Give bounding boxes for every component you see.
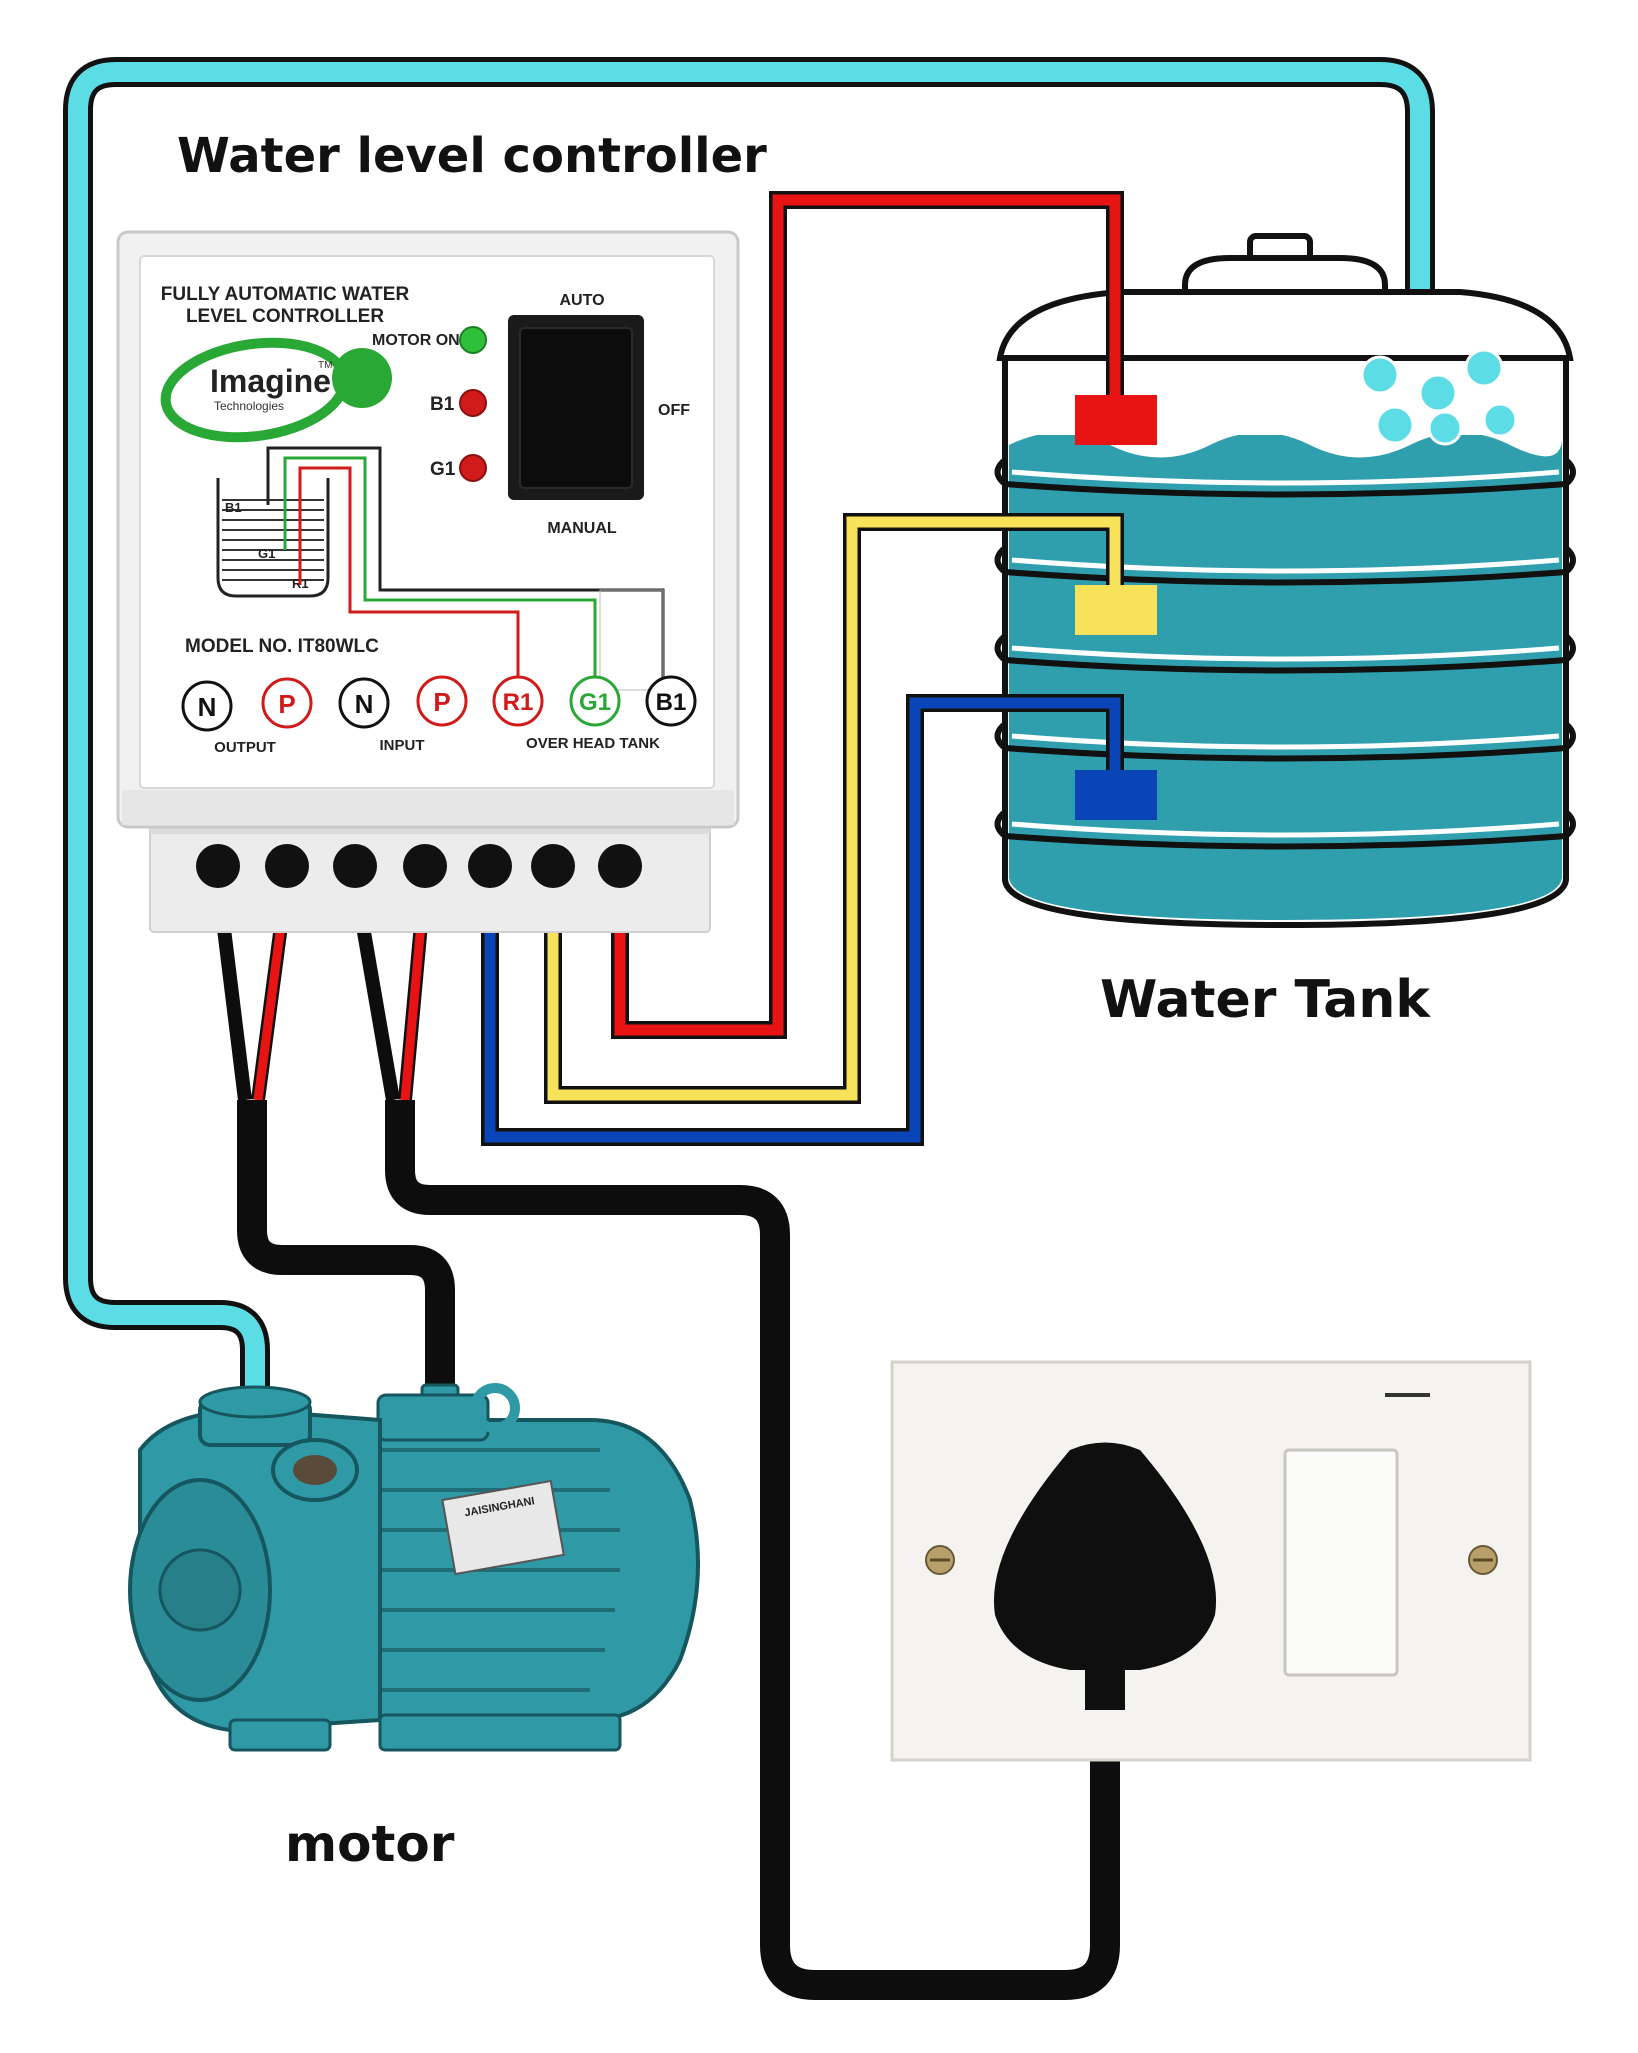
sensor-wire-blue: [481, 694, 1157, 1146]
switch-off-label: OFF: [658, 402, 690, 419]
terminal-g1: G1: [579, 689, 611, 716]
product-line-2: LEVEL CONTROLLER: [186, 306, 384, 327]
water-pump-motor-icon: JAISINGHANI: [128, 1383, 700, 1752]
mini-g1-label: G1: [258, 546, 275, 561]
plug-body: [993, 1442, 1217, 1670]
g1-led: [459, 454, 487, 482]
water-tank-icon: [994, 233, 1576, 929]
mini-tank-schematic: B1 G1 R1: [216, 446, 665, 691]
terminal-n-output: N: [198, 692, 217, 722]
switch-auto-label: AUTO: [559, 292, 604, 309]
group-input-label: INPUT: [380, 737, 425, 754]
model-number: MODEL NO. IT80WLC: [185, 636, 379, 657]
g1-led-label: G1: [430, 459, 456, 480]
terminal-b1: B1: [656, 689, 687, 716]
water-droplets: [1360, 348, 1518, 446]
screw-terminals: [196, 844, 642, 888]
socket-switch: [1283, 1448, 1399, 1677]
controller-title: Water level controller: [177, 128, 767, 184]
terminal-labels: N P N P R1 G1 B1 OUTPUT INPUT OVER HEAD …: [181, 675, 697, 756]
group-overhead-label: OVER HEAD TANK: [526, 735, 660, 752]
b1-led-label: B1: [430, 394, 455, 415]
terminal-p-output: P: [278, 689, 295, 719]
water-pipe: [63, 57, 1435, 1398]
product-line-1: FULLY AUTOMATIC WATER: [161, 284, 410, 305]
auto-manual-switch: AUTO OFF MANUAL: [508, 292, 690, 537]
brand-logo: Imagine Technologies TM: [160, 337, 392, 443]
terminal-n-input: N: [355, 689, 374, 719]
tank-title: Water Tank: [1100, 970, 1430, 1030]
brand-sub: Technologies: [214, 399, 284, 413]
brand-tm: TM: [318, 360, 332, 371]
mini-b1-label: B1: [225, 500, 242, 515]
sensor-wire-yellow: [544, 513, 1157, 1104]
b1-led: [459, 389, 487, 417]
group-output-label: OUTPUT: [214, 739, 276, 756]
motor-on-label: MOTOR ON: [372, 332, 460, 349]
controller-box-icon: FULLY AUTOMATIC WATER LEVEL CONTROLLER I…: [116, 230, 740, 933]
brand-name: Imagine: [210, 363, 331, 399]
wall-socket-plug-icon: [890, 1360, 1532, 1762]
terminal-p-input: P: [433, 687, 450, 717]
sensor-wire-red: [611, 191, 1157, 1039]
indicator-leds: MOTOR ON B1 G1: [372, 326, 487, 482]
sensor-g1: [1075, 585, 1157, 635]
motor-title: motor: [285, 1815, 455, 1873]
sensor-b1: [1075, 770, 1157, 820]
sensor-r1: [1075, 395, 1157, 445]
switch-manual-label: MANUAL: [547, 520, 617, 537]
terminal-r1: R1: [503, 689, 534, 716]
motor-on-led: [459, 326, 487, 354]
